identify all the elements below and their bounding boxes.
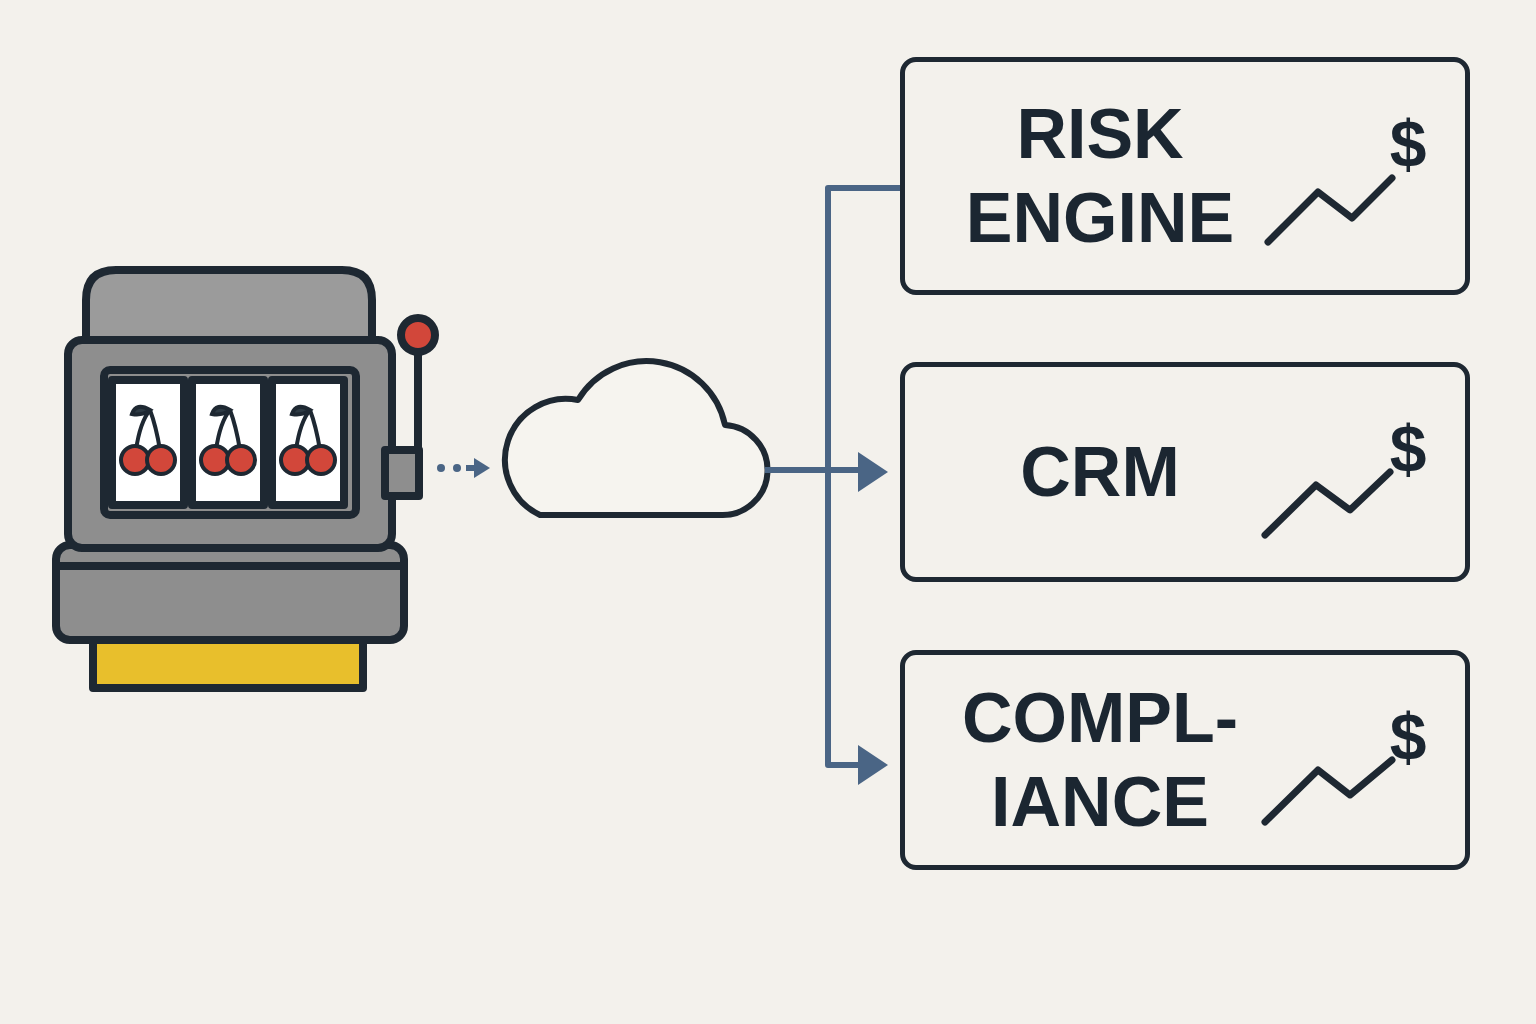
trend-line bbox=[1265, 472, 1390, 535]
reel bbox=[112, 380, 184, 505]
cherries bbox=[121, 407, 335, 474]
lever-arm bbox=[414, 345, 422, 452]
slot-machine bbox=[56, 270, 435, 688]
cherry-symbol bbox=[121, 407, 175, 474]
lever-bracket bbox=[385, 450, 419, 496]
cloud-symbol bbox=[505, 361, 768, 515]
trend-line bbox=[1265, 760, 1392, 822]
currency-symbol: $ bbox=[1373, 695, 1443, 779]
system-box: COMPL- IANCE $ bbox=[900, 650, 1470, 870]
machine-foot bbox=[56, 545, 404, 640]
currency-symbol: $ bbox=[1373, 102, 1443, 186]
trend-line bbox=[1268, 178, 1392, 242]
machine-ledge bbox=[60, 562, 400, 570]
system-box: RISK ENGINE $ bbox=[900, 57, 1470, 295]
reel bbox=[272, 380, 344, 505]
system-box: CRM $ bbox=[900, 362, 1470, 582]
machine-body bbox=[68, 340, 392, 548]
distribution-wires bbox=[765, 188, 900, 765]
currency-symbol: $ bbox=[1373, 407, 1443, 491]
box-title: CRM bbox=[935, 367, 1265, 577]
reel-window bbox=[104, 370, 356, 515]
dotted-arrow bbox=[437, 458, 490, 478]
lever-knob bbox=[401, 318, 435, 352]
wire-arrowheads bbox=[858, 452, 888, 785]
box-title: COMPL- IANCE bbox=[935, 655, 1265, 865]
reel bbox=[192, 380, 264, 505]
cherry-symbol bbox=[201, 407, 255, 474]
machine-top bbox=[86, 270, 372, 345]
cherry-symbol bbox=[281, 407, 335, 474]
box-title: RISK ENGINE bbox=[935, 62, 1265, 290]
